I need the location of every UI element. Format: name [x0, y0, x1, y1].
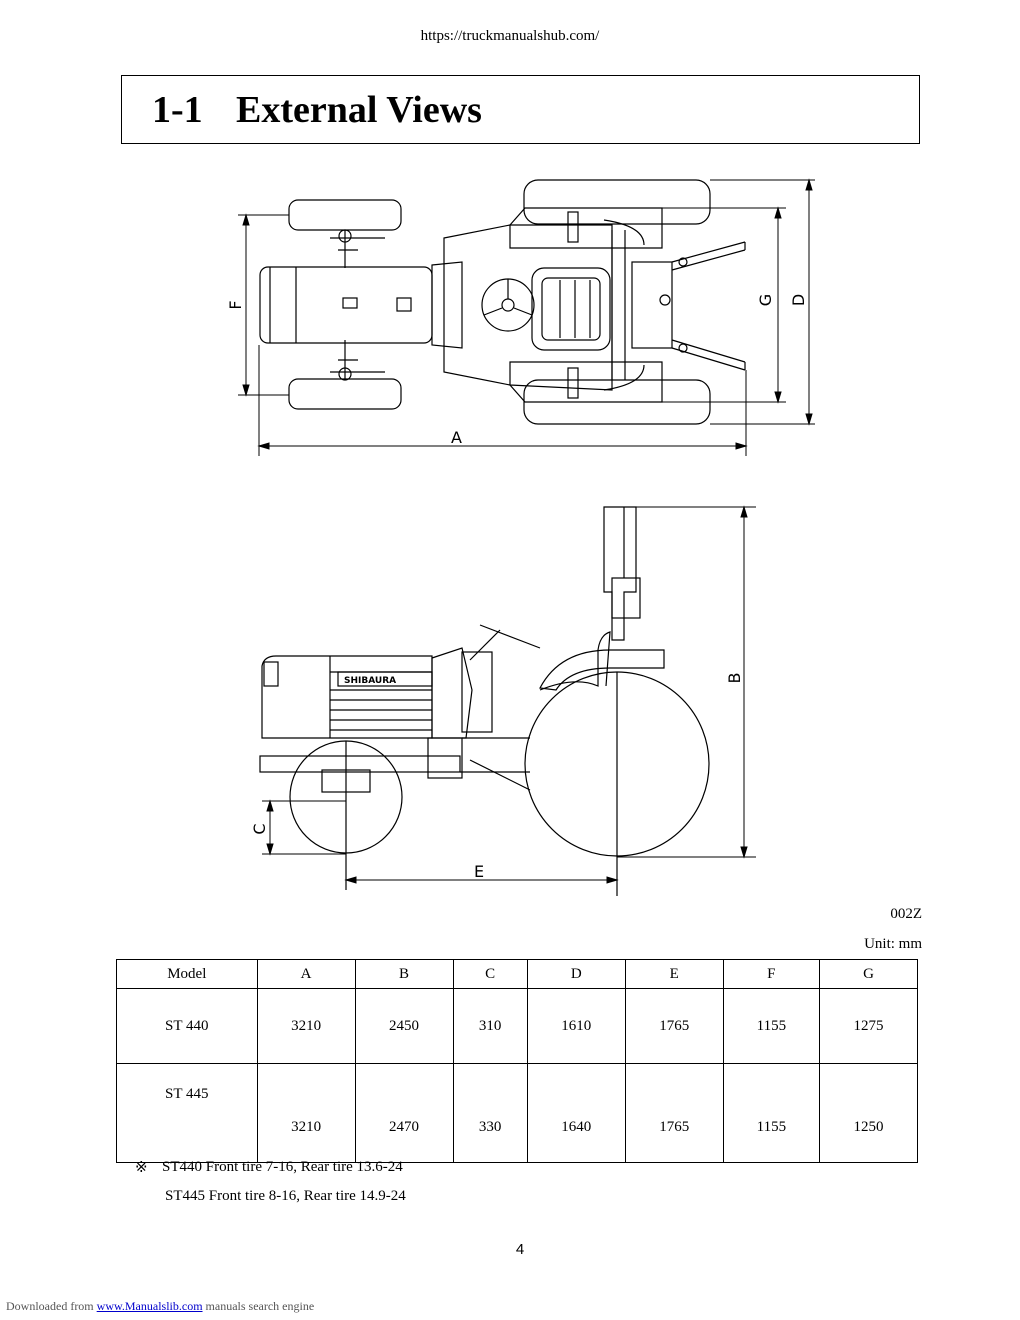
table-cell: 3210 — [256, 988, 356, 1064]
dim-label-c: C — [250, 823, 269, 834]
table-cell: 1155 — [722, 1063, 820, 1163]
dim-label-g: G — [756, 294, 775, 306]
table-cell-model: ST 445 — [116, 1063, 258, 1163]
title-box — [121, 75, 920, 144]
table-header: B — [354, 959, 454, 989]
table-cell: 330 — [452, 1063, 528, 1163]
table-cell: 1275 — [818, 988, 919, 1064]
table-cell: 3210 — [256, 1063, 356, 1163]
brand-decal: SHIBAURA — [344, 676, 396, 686]
footer-link[interactable]: www.Manualslib.com — [96, 1299, 203, 1313]
table-cell: 1765 — [624, 988, 724, 1064]
table-cell: 2450 — [354, 988, 454, 1064]
page-number: 4 — [515, 1241, 525, 1258]
table-header: Model — [116, 959, 258, 989]
table-cell: 1640 — [526, 1063, 626, 1163]
table-header-row: Model A B C D E F G — [116, 959, 919, 989]
table-cell: 1155 — [722, 988, 820, 1064]
dim-label-a: A — [451, 428, 462, 447]
table-cell: 1765 — [624, 1063, 724, 1163]
dimensions-table: Model A B C D E F G ST 440 3210 2450 310… — [116, 959, 919, 1163]
table-row: ST 440 3210 2450 310 1610 1765 1155 1275 — [116, 988, 919, 1064]
table-header: F — [722, 959, 820, 989]
table-header: D — [526, 959, 626, 989]
side-view-dimensions — [262, 505, 756, 884]
dim-label-d: D — [789, 294, 808, 306]
dim-label-b: B — [725, 673, 744, 684]
dim-label-e: E — [474, 862, 484, 881]
page-title: External Views — [236, 89, 482, 131]
table-header: A — [256, 959, 356, 989]
table-cell: 1610 — [526, 988, 626, 1064]
header-url: https://truckmanualshub.com/ — [420, 28, 600, 44]
side-view-tractor — [259, 506, 710, 896]
footer: Downloaded from www.Manualslib.com manua… — [6, 1299, 314, 1314]
table-header: C — [452, 959, 528, 989]
unit-note: Unit: mm — [864, 936, 922, 952]
table-header: E — [624, 959, 724, 989]
tire-note-st445: ST445 Front tire 8-16, Rear tire 14.9-24 — [165, 1188, 406, 1204]
table-cell: 2470 — [354, 1063, 454, 1163]
note-mark: ※ — [135, 1160, 148, 1176]
section-number: 1-1 — [152, 89, 203, 131]
table-cell: 1250 — [818, 1063, 919, 1163]
top-view-dimensions — [238, 178, 815, 456]
tire-note-st440: ST440 Front tire 7-16, Rear tire 13.6-24 — [162, 1159, 403, 1175]
dim-label-f: F — [226, 300, 245, 309]
footer-prefix: Downloaded from — [6, 1299, 97, 1313]
figure-code: 002Z — [890, 906, 922, 922]
table-row: ST 445 3210 2470 330 1640 1765 1155 1250 — [116, 1063, 919, 1163]
footer-suffix: manuals search engine — [202, 1299, 315, 1313]
table-cell-model: ST 440 — [116, 988, 258, 1064]
top-view-tractor — [259, 179, 746, 425]
table-header: G — [818, 959, 919, 989]
table-cell: 310 — [452, 988, 528, 1064]
